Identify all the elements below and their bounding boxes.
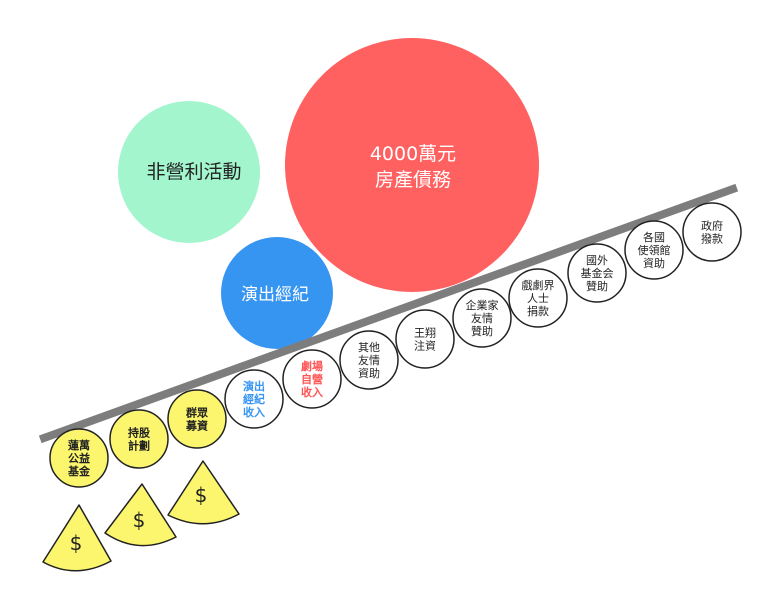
- dollar-icon: $: [133, 508, 146, 532]
- funding-source-label: 企業家: [466, 298, 499, 312]
- funding-source-label: 王翔: [414, 326, 436, 340]
- seesaw-beam: [38, 183, 739, 444]
- funding-source-circle: [109, 409, 169, 469]
- debt-bubble: [285, 38, 539, 292]
- funding-source-label: 收入: [301, 385, 323, 399]
- funding-source-label: 其他: [358, 341, 380, 354]
- funding-source-label: 撥款: [701, 232, 723, 246]
- funding-source-label: 收入: [243, 405, 265, 419]
- funding-source-label: 贊助: [586, 279, 608, 293]
- funding-source-label: 持股: [128, 426, 151, 440]
- money-cone: $: [167, 460, 240, 525]
- money-cone: $: [104, 483, 177, 547]
- funding-source-label: 人士: [527, 292, 549, 305]
- debt-label-line2: 房產債務: [375, 169, 451, 191]
- dollar-icon: $: [195, 483, 208, 507]
- agency-bubble: [221, 237, 333, 349]
- funding-source-circle: [339, 330, 399, 390]
- money-cones: $ $ $: [42, 460, 240, 572]
- funding-source-label: 友情: [358, 353, 380, 367]
- nonprofit-bubble: [118, 101, 260, 243]
- funding-source-label: 演出: [243, 379, 265, 393]
- big-bubbles: 非營利活動 4000萬元 房產債務 演出經紀: [118, 38, 539, 349]
- funding-source-label: 計劃: [128, 439, 150, 453]
- dollar-icon: $: [70, 531, 83, 555]
- funding-source-circle: [49, 428, 109, 488]
- funding-source-label: 捐款: [527, 304, 549, 318]
- funding-source-circle: [567, 243, 627, 303]
- funding-source-circle: [508, 268, 568, 328]
- funding-source-label: 注資: [414, 339, 436, 353]
- money-cone: $: [42, 504, 112, 572]
- funding-source-label: 公益: [68, 451, 90, 465]
- funding-source-circle: [224, 369, 284, 429]
- funding-source-label: 使領館: [638, 243, 671, 257]
- funding-source-label: 友情: [471, 311, 493, 325]
- funding-source-label: 基金: [67, 464, 91, 478]
- funding-source-circle: [682, 202, 742, 262]
- seesaw-circles: 蓮萬公益基金持股計劃群眾募資演出經紀收入劇場自營收入其他友情資助王翔注資企業家友…: [49, 202, 742, 488]
- debt-label-line1: 4000萬元: [370, 143, 456, 165]
- funding-source-label: 群眾: [185, 406, 208, 420]
- funding-source-label: 戲劇界: [522, 278, 555, 292]
- funding-source-label: 政府: [701, 219, 723, 233]
- funding-source-label: 資助: [643, 256, 665, 270]
- funding-source-label: 資助: [358, 366, 380, 380]
- funding-source-label: 募資: [185, 419, 208, 433]
- funding-source-circle: [452, 288, 512, 348]
- funding-source-circle: [282, 349, 342, 409]
- funding-source-label: 贊助: [471, 324, 493, 338]
- funding-source-label: 經紀: [243, 392, 265, 406]
- funding-source-label: 蓮萬: [68, 438, 90, 452]
- funding-source-label: 自營: [301, 372, 323, 386]
- funding-source-label: 國外: [586, 254, 608, 267]
- agency-label: 演出經紀: [241, 285, 309, 305]
- funding-source-circle: [167, 389, 227, 449]
- funding-source-label: 基金会: [581, 266, 614, 280]
- funding-source-label: 各國: [643, 230, 665, 244]
- funding-source-circle: [624, 220, 684, 280]
- nonprofit-label: 非營利活動: [146, 161, 241, 183]
- funding-source-circle: [395, 309, 455, 369]
- funding-source-label: 劇場: [301, 359, 323, 373]
